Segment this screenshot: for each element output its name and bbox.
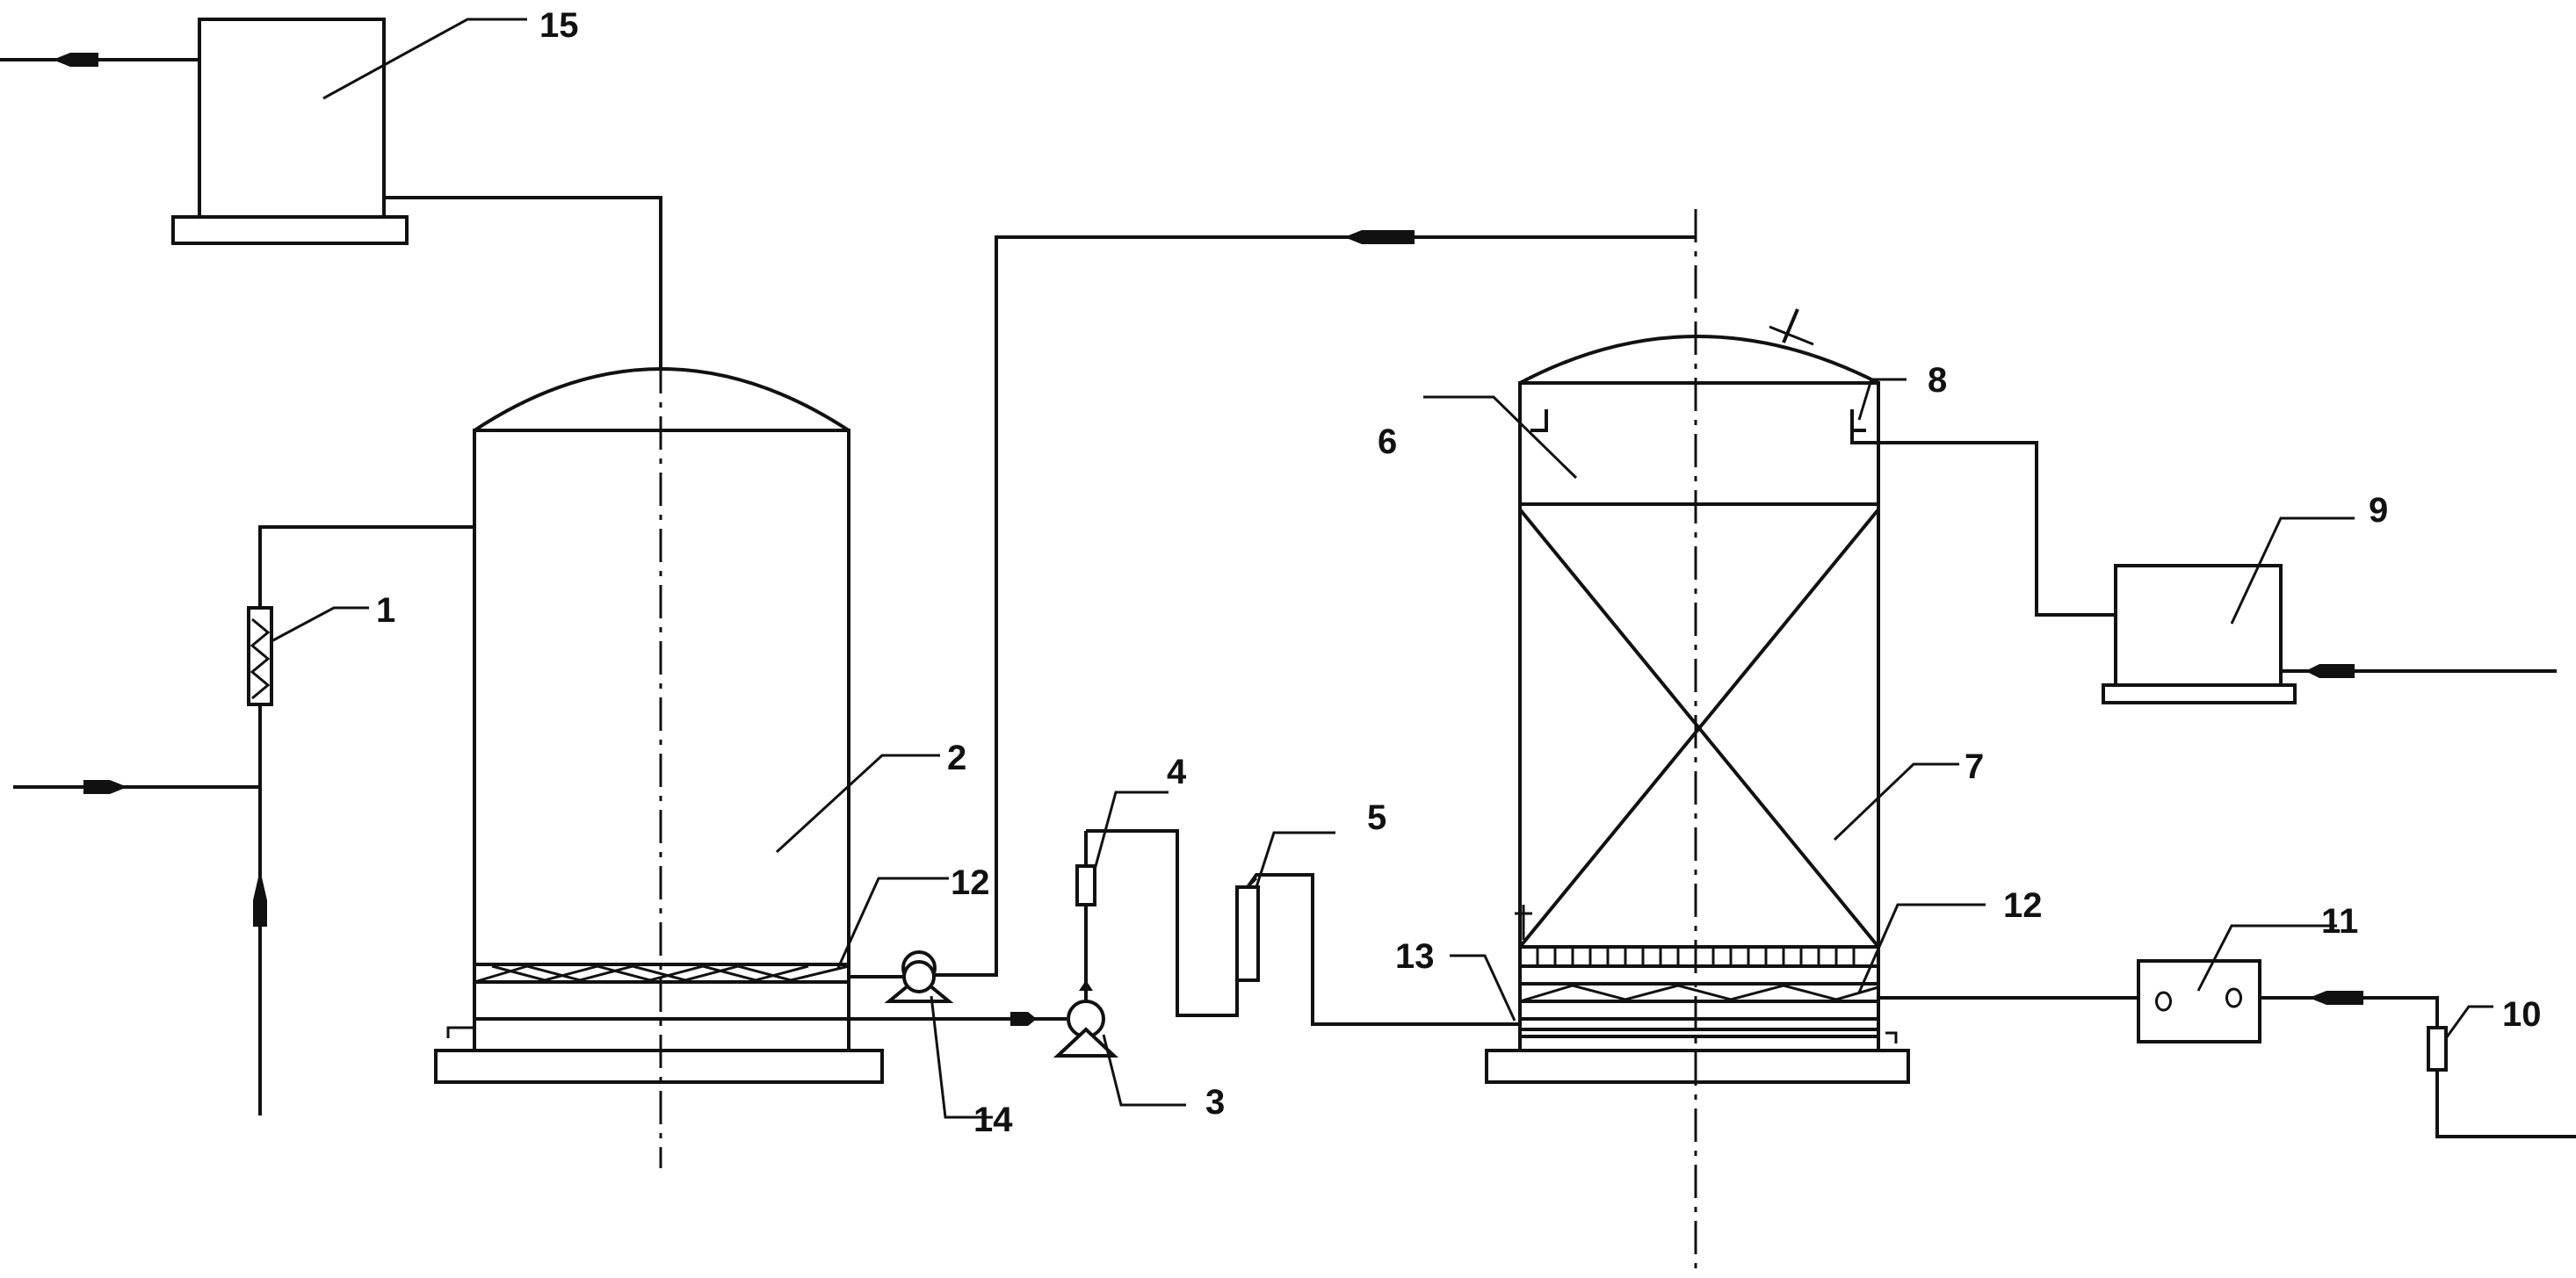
label-9: 9 [2369,491,2388,530]
tank-9 [2102,564,2557,704]
label-10: 10 [2502,995,2542,1034]
label-8: 8 [1928,361,1947,400]
tank-15-outlet-line [0,53,199,67]
reactor-7 [1485,308,1910,1084]
feed-inlet-line [13,780,267,1116]
label-12-right: 12 [2003,886,2043,925]
label-12-left: 12 [951,863,990,902]
label-4: 4 [1167,753,1187,791]
leader-lines [271,18,2493,1119]
recycle-arrow [1344,230,1415,244]
label-14: 14 [973,1101,1013,1139]
label-2: 2 [947,739,966,777]
valve-10 [2427,1026,2576,1138]
effluent-arrow [1010,1012,1037,1026]
label-7: 7 [1965,747,1984,786]
heater-11 [1878,959,2439,1043]
valve-4 [1075,829,1239,1017]
pump-3 [1053,1000,1119,1058]
label-1: 1 [376,591,395,630]
overflow-weir-8 [1530,409,2116,617]
label-13: 13 [1395,937,1435,976]
tank-15 [171,18,409,245]
flowmeter-1 [247,525,474,787]
gas-line-15-to-2 [384,196,662,367]
label-3: 3 [1205,1083,1225,1122]
label-6: 6 [1378,422,1397,461]
label-11: 11 [2321,902,2358,941]
callout-labels: 15 1 2 12 14 3 4 5 6 8 9 7 12 13 11 10 [376,6,2542,1139]
flowmeter-5 [1235,873,1520,1026]
label-15: 15 [539,6,579,45]
pump-14 [884,950,954,1003]
label-5: 5 [1367,798,1386,837]
reactor-2 [434,367,884,1084]
